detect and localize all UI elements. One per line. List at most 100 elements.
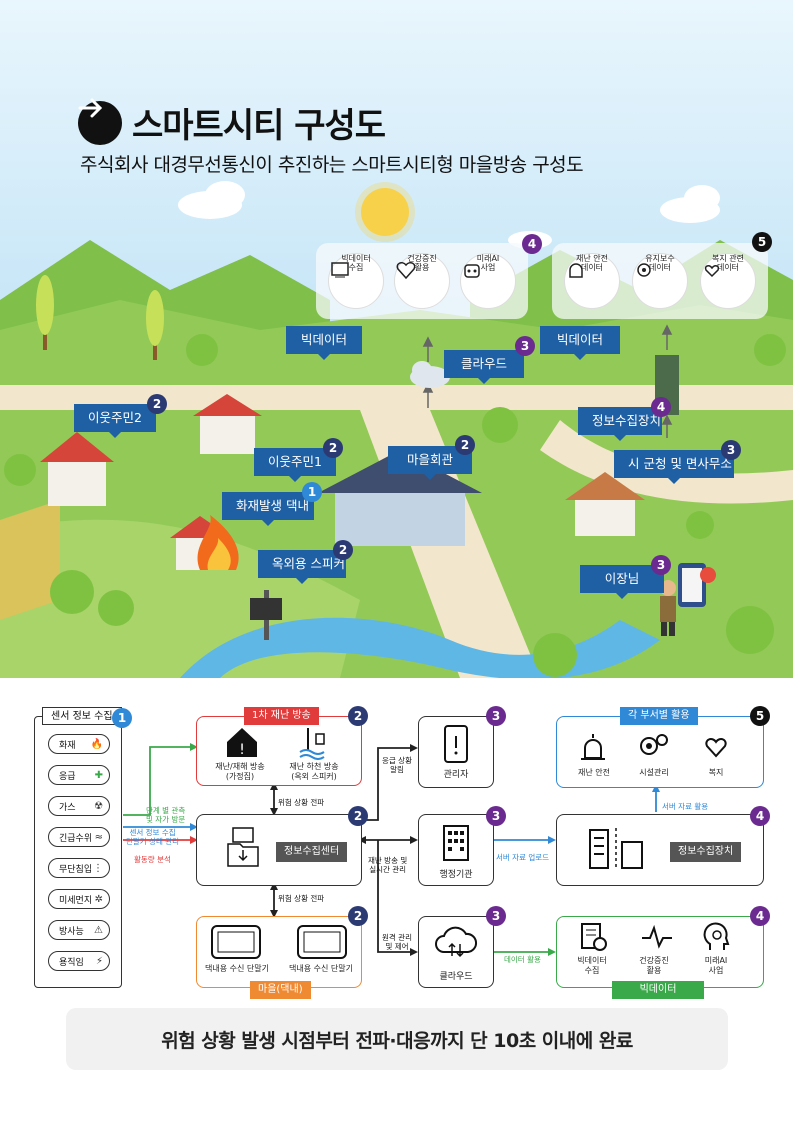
sensor-item: 긴급수위≈ bbox=[48, 827, 110, 847]
sensor-item: 방사능 ⚠ bbox=[48, 920, 110, 940]
label-village-head: 이장님 bbox=[580, 565, 664, 599]
manager-label: 관리자 bbox=[443, 770, 469, 780]
sensor-label: 긴급수위 bbox=[59, 833, 93, 844]
sensor-label: 방사능 bbox=[59, 926, 84, 937]
badge-bigdata: 4 bbox=[750, 906, 770, 926]
dept-data-panel: 재난 안전 데이터 유지보수 데이터 복지 관련 데이터 bbox=[552, 243, 768, 319]
badge-sensor: 1 bbox=[112, 708, 132, 728]
sensor-item: 미세먼지✲ bbox=[48, 889, 110, 909]
badge-village-head: 3 bbox=[651, 555, 671, 575]
bigdata-box bbox=[556, 916, 764, 988]
bigdata-panel: 빅데이터 수집 건강증진 활용 미래AI 사업 bbox=[316, 243, 528, 319]
note-green: 단계 별 관측 및 자가 방문 bbox=[146, 806, 186, 824]
note-blue: 센서 정보 수집 단말기 상태 관리 bbox=[126, 828, 180, 846]
ai-head-icon bbox=[703, 922, 730, 950]
sensor-panel bbox=[34, 716, 122, 988]
ambulance-icon: ✚ bbox=[94, 769, 103, 781]
badge-broadcast: 2 bbox=[348, 706, 368, 726]
note-server-upload: 서버 자료 업로드 bbox=[496, 853, 550, 862]
village-terminal-left: 댁내용 수신 단말기 bbox=[205, 964, 269, 973]
collector-label: 정보수집장치 bbox=[670, 842, 742, 862]
label-neighbor2: 이웃주민2 bbox=[74, 404, 156, 438]
smart-city-illustration: 스마트시티 구성도 주식회사 대경무선통신이 추진하는 스마트시티형 마을방송 … bbox=[0, 0, 793, 678]
radiation-icon: ⚠ bbox=[94, 924, 103, 936]
heartbeat-icon bbox=[642, 924, 672, 949]
badge-neighbor1: 2 bbox=[323, 438, 343, 458]
siren-icon bbox=[581, 734, 605, 760]
badge-info-center: 2 bbox=[348, 806, 368, 826]
badge-collector: 4 bbox=[750, 806, 770, 826]
gas-icon: ☢ bbox=[94, 800, 103, 812]
terminal-right-icon bbox=[297, 925, 347, 959]
label-info-collector: 정보수집장치 bbox=[578, 407, 662, 441]
sensor-label: 미세먼지 bbox=[59, 895, 93, 906]
sensor-title: 센서 정보 수집 bbox=[42, 707, 122, 725]
village-terminal-right: 댁내용 수신 단말기 bbox=[289, 964, 353, 973]
note-risk1: 위험 상황 전파 bbox=[278, 798, 325, 807]
bigdata-item-ai: 미래AI 사업 bbox=[704, 956, 728, 975]
terminal-left-icon bbox=[211, 925, 261, 959]
footer-banner: 위험 상황 발생 시점부터 전파·대응까지 단 10초 이내에 완료 bbox=[66, 1008, 728, 1070]
bigdata-collect-circle: 빅데이터 수집 bbox=[328, 253, 384, 309]
label-bigdata-left: 빅데이터 bbox=[286, 326, 362, 360]
badge-city-office: 3 bbox=[721, 440, 741, 460]
badge-cloud: 3 bbox=[515, 336, 535, 356]
label-fire-house: 화재발생 댁내 bbox=[222, 492, 314, 526]
label-neighbor1: 이웃주민1 bbox=[254, 448, 336, 482]
label-city-office: 시 군청 및 면사무소 bbox=[614, 450, 734, 484]
badge-dept: 5 bbox=[750, 706, 770, 726]
dept-item-facility: 시설관리 bbox=[639, 768, 669, 777]
note-disaster: 재난 방송 및 실시간 관리 bbox=[368, 856, 408, 874]
sensor-label: 용직임 bbox=[59, 957, 84, 968]
sensor-item: 화재🔥 bbox=[48, 734, 110, 754]
sensor-label: 응급 bbox=[59, 771, 76, 782]
cloud-upload-icon bbox=[435, 926, 477, 958]
dept-tag: 각 부서별 활용 bbox=[620, 707, 698, 725]
sensor-item: 가스 ☢ bbox=[48, 796, 110, 816]
disaster-data-circle: 재난 안전 데이터 bbox=[564, 253, 620, 309]
note-remote: 원격 관리 및 제어 bbox=[382, 933, 412, 951]
bigdata-item-collect: 빅데이터 수집 bbox=[577, 956, 607, 975]
page-subtitle: 주식회사 대경무선통신이 추진하는 스마트시티형 마을방송 구성도 bbox=[80, 154, 584, 176]
dept-item-disaster: 재난 안전 bbox=[578, 768, 610, 777]
sensor-item: 응급 ✚ bbox=[48, 765, 110, 785]
sensor-item: 용직임 ⚡ bbox=[48, 951, 110, 971]
label-cloud: 클라우드 bbox=[444, 350, 524, 384]
server-rack-icon bbox=[589, 828, 643, 869]
label-outdoor-speaker: 옥외용 스피커 bbox=[258, 550, 346, 584]
river-speaker-icon bbox=[299, 728, 325, 760]
badge-village: 2 bbox=[348, 906, 368, 926]
bigdata-item-health: 건강증진 활용 bbox=[639, 956, 669, 975]
welfare-data-circle: 복지 관련 데이터 bbox=[700, 253, 756, 309]
dept-box bbox=[556, 716, 764, 788]
cloud-label: 클라우드 bbox=[439, 972, 473, 982]
heart-hands-icon bbox=[705, 738, 727, 758]
broadcast-item-outdoor: 재난 하천 방송 (옥외 스피커) bbox=[289, 762, 339, 781]
badge-dept-panel: 5 bbox=[752, 232, 772, 252]
ai-circle: 미래AI 사업 bbox=[460, 253, 516, 309]
note-server-use: 서버 자료 활용 bbox=[662, 802, 709, 811]
motion-icon: ⚡ bbox=[95, 955, 103, 967]
note-red: 활동량 분석 bbox=[134, 855, 171, 864]
sensor-label: 가스 bbox=[59, 802, 76, 813]
building-icon bbox=[443, 825, 469, 861]
label-bigdata-right: 빅데이터 bbox=[540, 326, 620, 360]
report-chart-icon bbox=[581, 923, 607, 951]
smartphone-alert-icon bbox=[444, 725, 468, 763]
badge-bigdata-panel: 4 bbox=[522, 234, 542, 254]
badge-info-collector: 4 bbox=[651, 397, 671, 417]
gov-label: 행정기관 bbox=[439, 870, 473, 880]
svg-text:!: ! bbox=[239, 742, 245, 758]
maintenance-data-circle: 유지보수 데이터 bbox=[632, 253, 688, 309]
bigdata-tag: 빅데이터 bbox=[612, 981, 704, 999]
sensor-label: 무단침입 bbox=[59, 864, 93, 875]
sensor-item: 무단침입⋮ bbox=[48, 858, 110, 878]
badge-neighbor2: 2 bbox=[147, 394, 167, 414]
broadcast-tag: 1차 재난 방송 bbox=[244, 707, 319, 725]
health-circle: 건강증진 활용 bbox=[394, 253, 450, 309]
broadcast-item-home: 재난/재해 방송 (가정집) bbox=[215, 762, 265, 781]
info-center-label: 정보수집센터 bbox=[276, 842, 348, 862]
folder-download-icon bbox=[227, 827, 259, 867]
badge-outdoor-speaker: 2 bbox=[333, 540, 353, 560]
sensor-label: 화재 bbox=[59, 740, 76, 751]
